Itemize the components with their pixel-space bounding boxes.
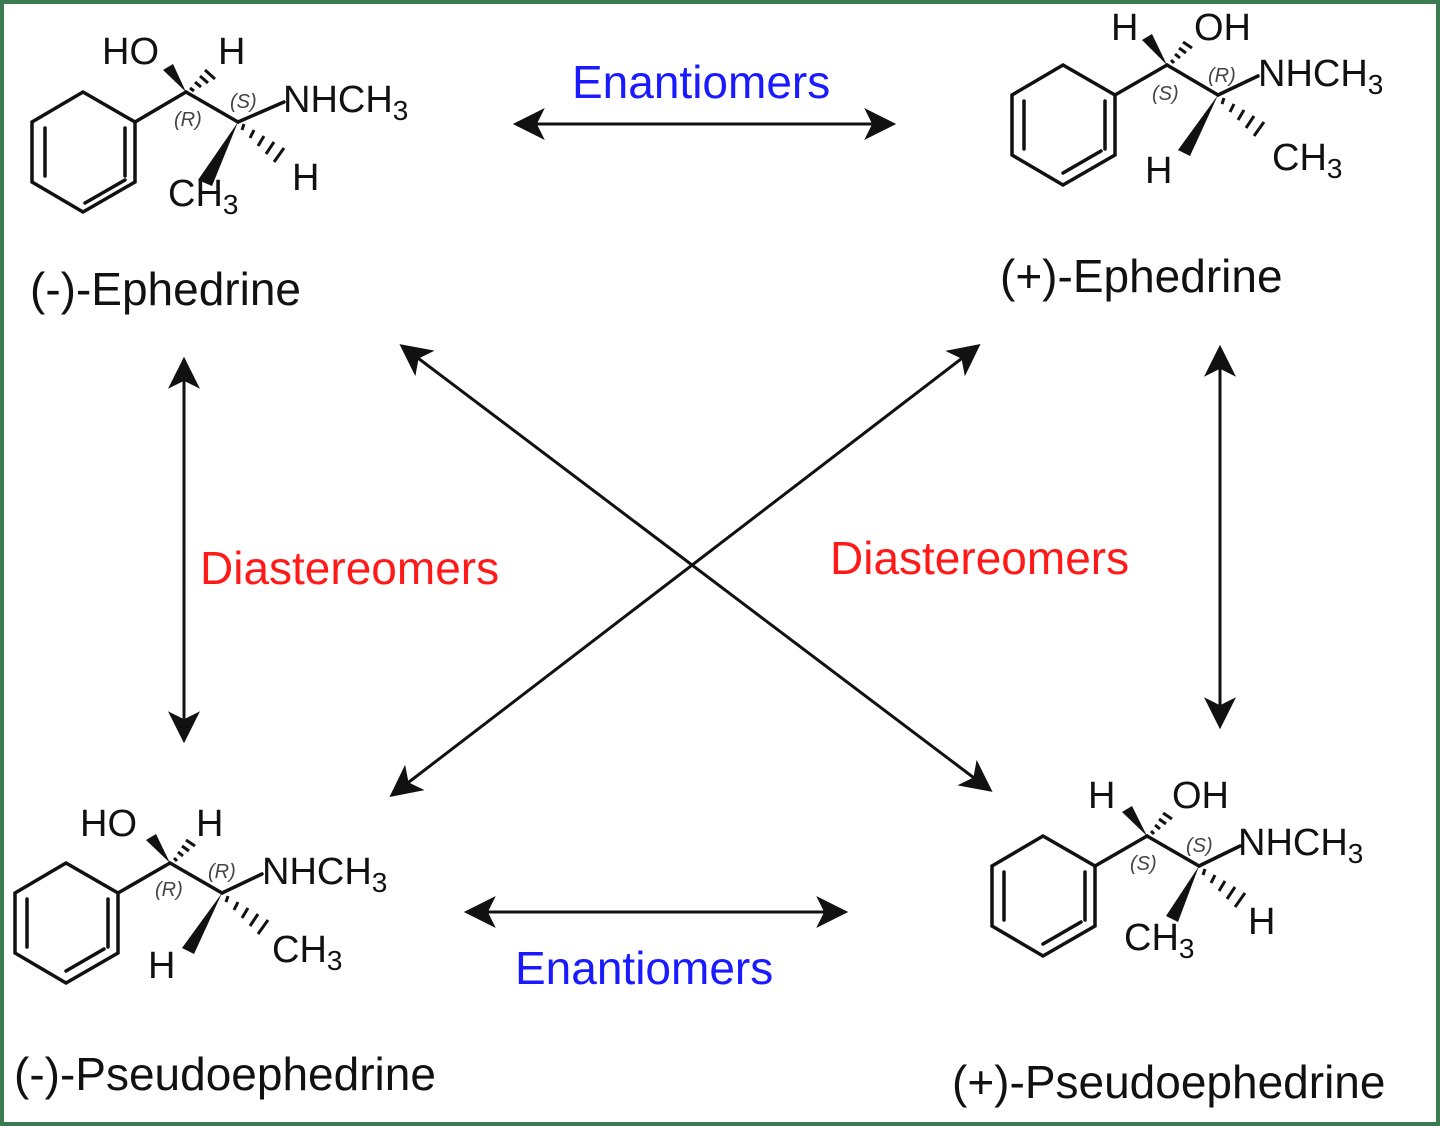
stereo-label: (S) xyxy=(1186,835,1213,857)
atom-h: H xyxy=(292,157,319,199)
atom-h: H xyxy=(1088,775,1115,817)
atom-oh: OH xyxy=(1172,775,1229,817)
atom-nhch3: NHCH3 xyxy=(1258,53,1383,100)
atom-oh: OH xyxy=(1194,7,1251,49)
relation-label-left: Diastereomers xyxy=(200,542,499,594)
atom-nhch3: NHCH3 xyxy=(283,79,408,126)
atom-ch3: CH3 xyxy=(1124,917,1194,964)
molecule-plus-ephedrine: H OH NHCH3 H CH3 (S) (R) (+)-Ephedrine xyxy=(1000,7,1383,302)
stereo-label: (R) xyxy=(1208,65,1236,87)
molecule-minus-pseudoephedrine: HO H NHCH3 H CH3 (R) (R) (-)-Pseudoephed… xyxy=(13,803,436,1100)
atom-nhch3: NHCH3 xyxy=(1238,822,1363,869)
atom-ho: HO xyxy=(80,803,137,845)
benzene-ring xyxy=(1010,62,1117,188)
molecule-plus-pseudoephedrine: H OH NHCH3 H CH3 (S) (S) (+)-Pseudoephed… xyxy=(952,775,1385,1108)
stereo-label: (R) xyxy=(174,109,202,131)
molecule-name: (-)-Pseudoephedrine xyxy=(14,1048,436,1100)
molecule-name: (-)-Ephedrine xyxy=(30,263,301,315)
stereo-label: (R) xyxy=(155,879,183,901)
stereo-label: (S) xyxy=(1130,853,1157,875)
atom-h: H xyxy=(1111,7,1138,49)
diagonal-arrow-tr-bl xyxy=(389,344,981,797)
relation-label-bottom: Enantiomers xyxy=(515,942,773,994)
atom-ch3: CH3 xyxy=(1272,137,1342,184)
stereo-label: (S) xyxy=(230,91,257,113)
atom-h: H xyxy=(218,31,245,73)
atom-ch3: CH3 xyxy=(272,929,342,976)
atom-h: H xyxy=(148,945,175,987)
benzene-ring xyxy=(30,89,137,215)
molecule-name: (+)-Ephedrine xyxy=(1000,250,1283,302)
relation-label-right: Diastereomers xyxy=(830,532,1129,584)
molecule-minus-ephedrine: HO H NHCH3 H CH3 (R) (S) (-)-Ephedrine xyxy=(30,31,408,315)
atom-h: H xyxy=(1248,901,1275,943)
atom-ch3: CH3 xyxy=(168,173,238,220)
atom-ho: HO xyxy=(102,31,159,73)
atom-nhch3: NHCH3 xyxy=(262,851,387,898)
stereoisomer-diagram: Enantiomers Enantiomers Diastereomers Di… xyxy=(13,7,1385,1108)
relation-label-top: Enantiomers xyxy=(572,56,830,108)
benzene-ring xyxy=(13,860,120,986)
atom-h: H xyxy=(1145,150,1172,192)
stereo-label: (S) xyxy=(1152,83,1179,105)
molecule-name: (+)-Pseudoephedrine xyxy=(952,1056,1385,1108)
stereo-label: (R) xyxy=(208,861,236,883)
benzene-ring xyxy=(990,833,1097,959)
atom-h: H xyxy=(196,803,223,845)
